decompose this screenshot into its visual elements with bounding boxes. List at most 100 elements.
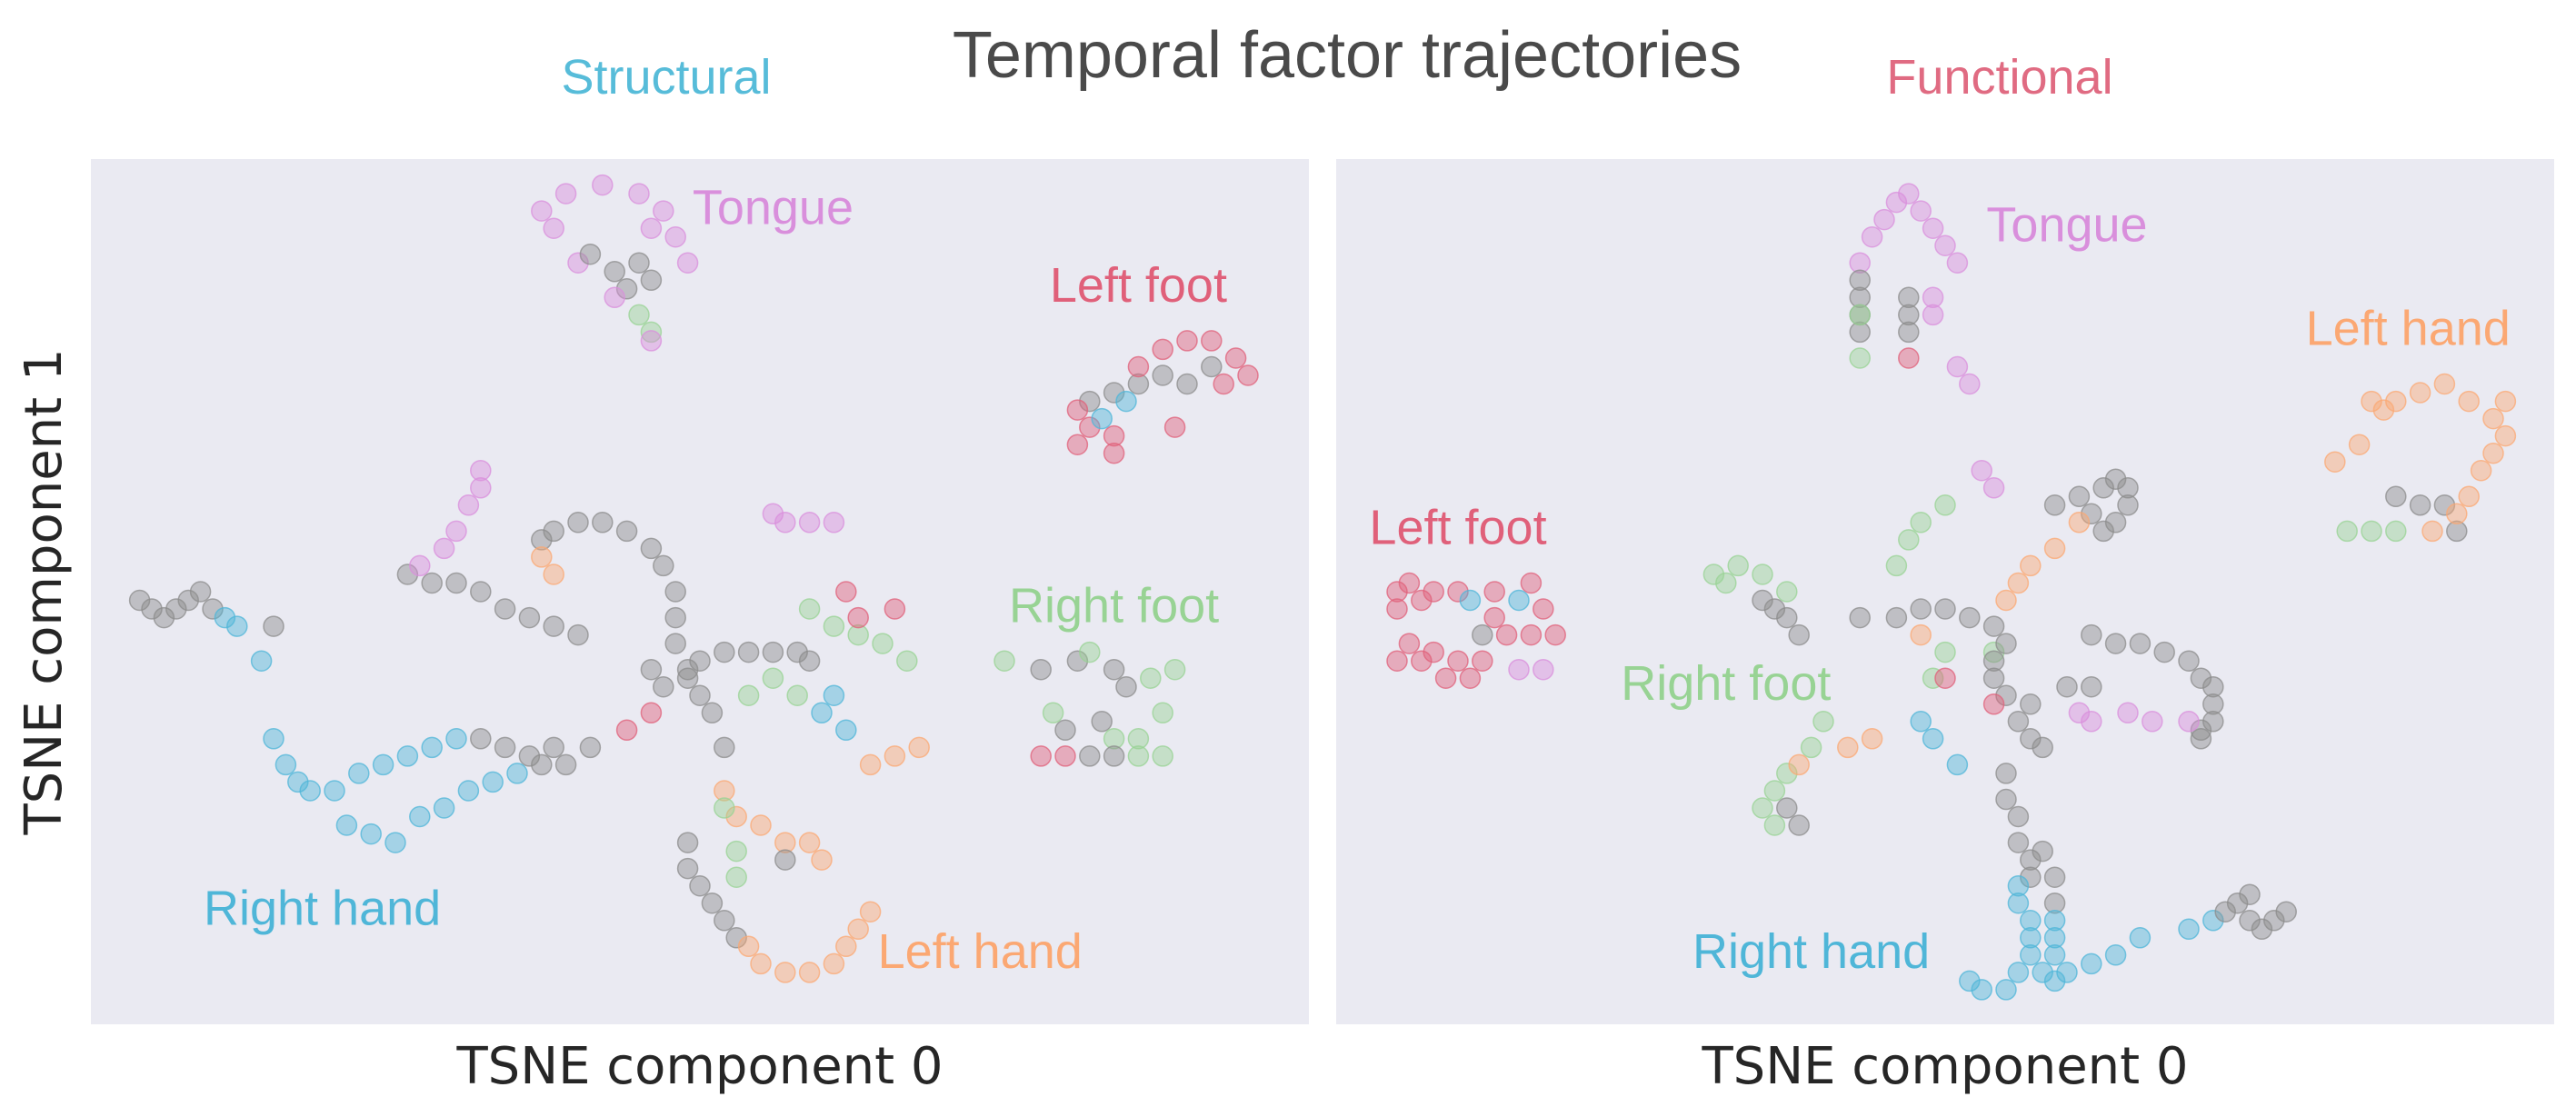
point-functional-right-foot-3-5-3 [1910,623,1932,646]
point-structural-right-foot-2-2-0 [1030,745,1052,767]
panel-subtitle-functional: Functional [1886,50,2112,105]
point-functional-left-foot-2-0-9 [1483,606,1505,629]
point-structural-hub-5-1-6 [653,554,674,577]
point-functional-hub-5-7-6 [2202,675,2224,698]
point-functional-left-foot-2-1-0 [1386,650,1408,672]
cluster-label-functional-right-foot: Right foot [1621,656,1831,711]
point-structural-left-hand-4-4-1 [859,753,882,776]
point-structural-tongue-0-0-4 [592,174,614,196]
cluster-label-functional-left-foot: Left foot [1369,501,1546,555]
point-functional-hub-5-4-6 [2104,512,2127,534]
point-functional-tongue-0-3-1 [1898,304,1920,326]
point-functional-tongue-0-2-3 [1946,252,1969,274]
point-structural-right-hand-3-3-4 [324,780,345,802]
point-structural-left-hand-4-2-4 [798,832,821,853]
point-structural-right-foot-2-2-1 [1054,745,1076,767]
point-structural-tongue-0-0-7 [640,217,663,239]
point-structural-hub-5-4-0 [762,503,784,525]
point-structural-left-hand-4-1-6 [847,918,869,941]
point-functional-left-foot-2-1-7 [1520,623,1543,646]
point-structural-tongue-0-0-1 [543,217,564,239]
point-functional-left-foot-2-0-2 [1398,572,1421,594]
point-structural-left-foot-1-1-3 [1127,355,1150,378]
point-functional-left-hand-1-0-0 [2361,390,2382,413]
point-functional-tongue-0-5-1 [1849,347,1871,369]
cluster-label-structural-right-foot: Right foot [1009,578,1219,633]
cluster-label-structural-left-hand: Left hand [878,924,1083,979]
point-functional-right-foot-3-7-0 [1934,667,1956,689]
point-structural-left-foot-1-0-1 [1103,382,1125,404]
point-structural-hub-5-0-5 [518,606,541,629]
point-functional-right-foot-3-3-5 [1763,814,1786,836]
point-structural-right-hand-3-4-2 [518,745,541,767]
point-structural-left-hand-4-1-2 [774,962,796,983]
point-structural-right-hand-3-4-3 [543,736,564,759]
point-functional-left-foot-2-0-4 [1423,581,1444,603]
point-structural-left-hand-4-4-2 [884,745,906,767]
point-structural-right-foot-2-5-0 [798,598,821,620]
point-functional-left-foot-2-0-8 [1533,598,1554,620]
x-axis-label-functional: TSNE component 0 [1701,1037,2188,1096]
point-structural-right-hand-3-5-0 [335,814,358,836]
point-structural-left-foot-1-1-0 [1066,399,1089,421]
point-functional-left-hand-1-2-3 [2446,520,2468,543]
point-functional-right-hand-4-2-0 [1959,970,1981,992]
point-structural-tongue-0-2-0 [604,286,625,309]
point-functional-hub-5-2-0 [2056,675,2078,698]
point-structural-hub-5-1-8 [664,606,686,629]
point-structural-tongue-0-3-1 [640,321,663,344]
point-functional-hub-5-0-5 [1982,615,2005,637]
point-functional-right-foot-3-1-0 [1752,589,1773,612]
point-structural-right-hand-3-7-0 [615,719,638,742]
plot-area-structural [91,159,1309,1024]
point-functional-hub-5-0-8 [1982,667,2005,689]
point-functional-right-hand-4-4-0 [2043,910,2066,932]
cluster-label-functional-tongue: Tongue [1986,197,2147,252]
point-structural-hub-5-2-7 [786,641,808,663]
point-functional-right-foot-3-5-0 [1788,753,1810,776]
point-functional-left-hand-1-2-2 [2433,494,2456,516]
point-structural-left-hand-4-0-2 [689,874,711,897]
point-functional-right-foot-3-2-1 [1898,529,1920,551]
point-functional-left-hand-1-0-9 [2458,485,2480,508]
point-functional-hub-5-4-0 [2043,494,2066,516]
point-structural-right-foot-2-3-0 [1079,745,1101,767]
point-functional-hub-5-3-0 [1982,693,2005,715]
point-functional-left-foot-2-0-1 [1386,598,1408,620]
point-functional-hub-5-0-7 [1982,650,2005,672]
point-functional-right-hand-4-1-2 [2020,910,2042,932]
point-functional-left-foot-2-1-5 [1472,650,1493,672]
point-functional-hub-5-2-1 [2081,675,2102,698]
point-structural-left-hand-4-4-3 [908,736,930,759]
point-functional-right-hand-4-1-0 [2007,874,2030,897]
point-functional-left-hand-1-0-6 [2494,424,2517,447]
point-structural-right-foot-2-6-1 [847,606,869,629]
point-functional-right-foot-3-4-1 [1788,814,1810,836]
point-functional-right-hand-4-1-6 [2043,970,2066,992]
point-structural-hub-5-6-1 [762,667,784,689]
point-structural-hub-5-4-2 [798,512,821,534]
x-axis-label-structural: TSNE component 0 [455,1037,943,1096]
point-functional-right-foot-3-0-3 [1752,563,1773,585]
point-structural-right-foot-2-5-2 [847,623,869,646]
point-structural-right-hand-3-3-6 [372,753,394,776]
point-structural-hub-5-0-0 [396,563,419,585]
point-functional-left-foot-2-0-6 [1483,581,1505,603]
point-functional-right-foot-3-2-2 [1910,512,1932,534]
point-functional-hub-5-1-3 [2032,736,2053,759]
point-functional-right-hand-4-7-0 [2214,901,2236,923]
point-functional-right-foot-3-2-3 [1934,494,1956,516]
point-functional-hub-5-1-0 [2020,693,2042,715]
point-functional-right-foot-3-3-1 [1800,736,1822,759]
point-structural-right-hand-3-0-1 [141,598,163,620]
point-structural-hub-5-1-1 [543,520,564,543]
chart-title: Temporal factor trajectories [953,19,1742,92]
point-structural-right-hand-3-5-1 [360,823,382,845]
point-functional-right-hand-4-2-6 [2104,944,2127,966]
point-functional-tongue-0-2-0 [1910,200,1932,222]
point-structural-tongue-0-0-5 [628,183,650,204]
point-structural-right-hand-3-0-4 [177,589,199,612]
point-functional-right-foot-3-0-0 [1715,572,1737,594]
